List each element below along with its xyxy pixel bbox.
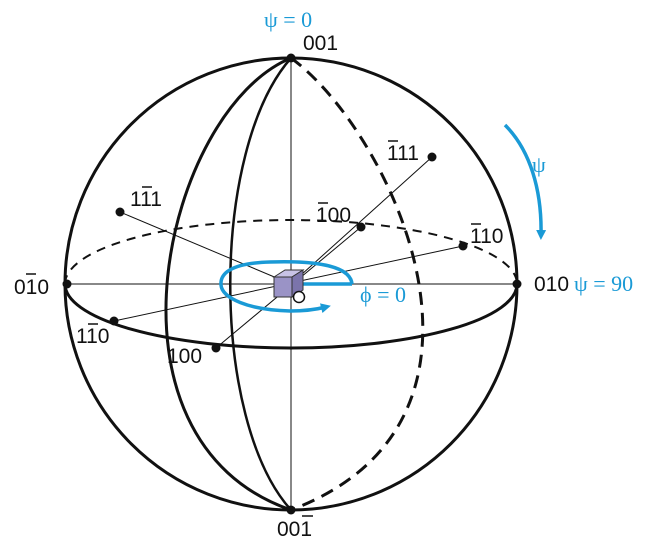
- meridian-front: [229, 57, 292, 511]
- point-111-left: [115, 207, 125, 217]
- point-111-right: [427, 152, 437, 162]
- point-010-right: [512, 279, 522, 289]
- meridian-left: [164, 56, 292, 512]
- label-100-front: 100: [167, 345, 202, 368]
- label-001-top: 001: [303, 32, 338, 55]
- label-111-right: 111: [387, 142, 419, 165]
- sample-cube-icon: [272, 269, 305, 298]
- dir-line-111-right: [290, 156, 433, 285]
- dir-line-111-left: [119, 211, 292, 285]
- label-110-back: 110: [470, 225, 503, 248]
- label-psi-ninety: ψ = 90: [574, 271, 633, 296]
- label-110-front: 110: [76, 325, 109, 348]
- label-100-back: 100: [316, 204, 351, 227]
- label-psi-zero: ψ = 0: [264, 7, 312, 32]
- label-001-bottom: 001: [277, 518, 312, 541]
- psi-rotation-arrow: [503, 123, 547, 240]
- point-100-back: [356, 222, 366, 232]
- point-001-top: [286, 53, 296, 63]
- point-110-front: [109, 316, 119, 326]
- label-010-left: 010: [14, 276, 49, 299]
- phi-rotation-arrow: [219, 260, 354, 314]
- point-010-left: [62, 279, 72, 289]
- label-111-left: 111: [130, 188, 162, 211]
- label-psi: ψ: [532, 152, 546, 177]
- detector-circle-icon: [292, 290, 306, 304]
- meridian-back-dashed: [290, 56, 425, 512]
- point-001-bottom: [286, 505, 296, 515]
- point-100-front: [211, 343, 221, 353]
- label-010-right: 010: [534, 273, 569, 296]
- point-110-back: [458, 241, 468, 251]
- label-phi-zero: ϕ = 0: [360, 282, 406, 307]
